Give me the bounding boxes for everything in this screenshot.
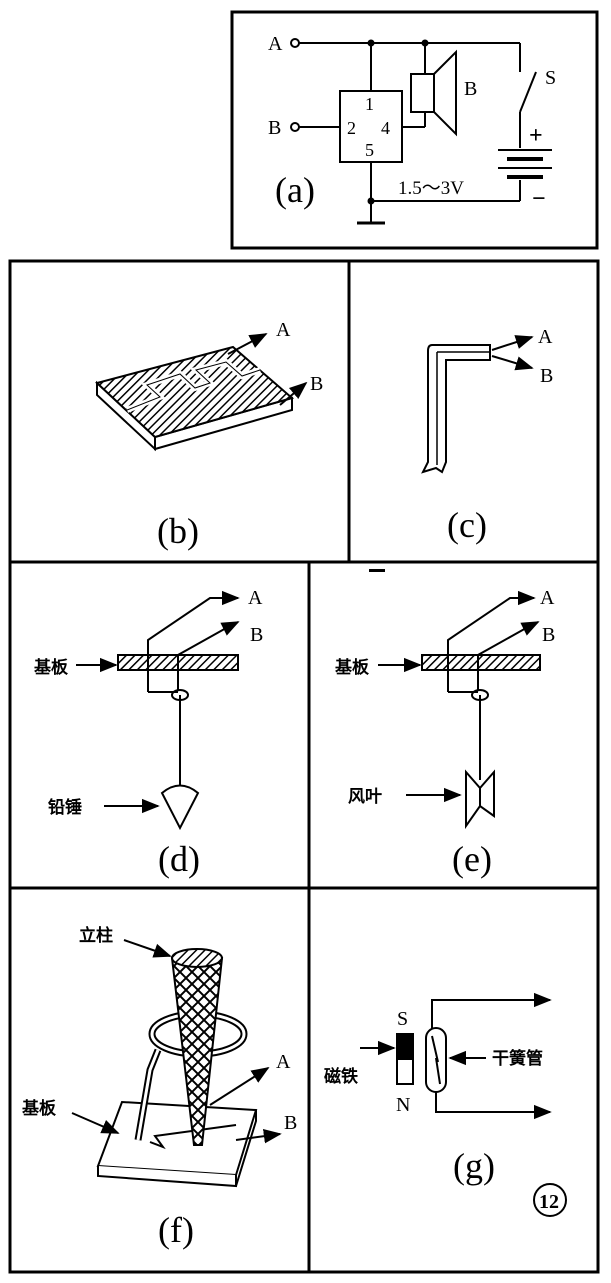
pole-n-label: N [396,1094,410,1116]
arrow-b [235,1129,282,1144]
minus-sign: − [532,186,546,212]
terminal-b-dot [290,122,300,132]
caption-e: (e) [452,839,492,879]
panel-e: A B 基板 风叶 (e) [334,587,555,879]
panel-d: A B 基板 铅锤 (d) [33,587,263,879]
label-b: B [284,1112,297,1134]
switch-lever [519,71,537,113]
panel-grid [8,259,600,1274]
interdigitated-sensor [94,345,295,452]
junction-dot [367,197,375,205]
caption-c: (c) [447,505,487,545]
pin-4-label: 4 [381,118,390,138]
magnet-label: 磁铁 [324,1066,358,1087]
arrow-substrate [71,1112,120,1134]
substrate-label: 基板 [33,657,69,678]
post-label: 立柱 [79,925,113,946]
panel-a-border [230,10,599,250]
panel-f: 立柱 基板 A B (f) [21,925,297,1250]
arrow-a [209,1067,270,1106]
substrate-label: 基板 [21,1098,57,1119]
arrow-b [491,355,534,371]
voltage-label: 1.5～3V [398,178,464,199]
pin-5-label: 5 [365,140,374,160]
divider-mark [369,569,385,572]
panel-b: A B (b) [94,319,323,551]
probe-icon [421,344,491,474]
label-b: B [310,373,323,395]
base-plate [96,1100,258,1177]
ic-chip [339,90,403,163]
magnet-icon [396,1033,414,1085]
label-a: A [276,319,291,341]
reed-label: 干簧管 [492,1048,543,1069]
pin-1-label: 1 [365,94,374,114]
label-a: A [540,587,555,609]
circuit-wires [298,42,521,225]
label-a: A [276,1051,291,1073]
label-a: A [538,326,553,348]
label-b: B [540,365,553,387]
caption-a: (a) [275,170,315,210]
terminal-b-label: B [268,117,281,139]
panel-c: A B (c) [421,326,553,545]
arrow-a [491,335,534,351]
pole-s-label: S [397,1008,408,1030]
caption-d: (d) [158,839,200,879]
plus-sign: + [529,123,543,149]
vane-label: 风叶 [348,787,382,807]
pin-2-label: 2 [347,118,356,138]
battery-icon [498,149,552,179]
speaker-icon [410,49,457,137]
label-a: A [248,587,263,609]
panel-a: A B 1 2 4 5 B S + − 1.5～3V (a) [230,10,599,250]
label-b: B [542,624,555,646]
arrow-a [227,333,268,355]
arrow-b [279,381,308,406]
substrate-label: 基板 [334,657,370,678]
weight-label: 铅锤 [48,797,82,818]
caption-b: (b) [157,511,199,551]
figure-number-badge [533,1183,567,1217]
arrow-post [123,939,172,958]
speaker-label: B [464,78,477,100]
junction-dot [421,39,429,47]
figure-number: 12 [539,1191,559,1213]
caption-f: (f) [158,1210,194,1250]
caption-g: (g) [453,1146,495,1186]
substrate-plate [421,654,541,671]
switch-label: S [545,67,556,89]
terminal-a-label: A [268,33,283,55]
terminal-a-dot [290,38,300,48]
junction-dot [367,39,375,47]
panel-g: S N 磁铁 干簧管 (g) 12 [324,992,567,1217]
label-b: B [250,624,263,646]
plumb-bob-icon [160,784,200,831]
